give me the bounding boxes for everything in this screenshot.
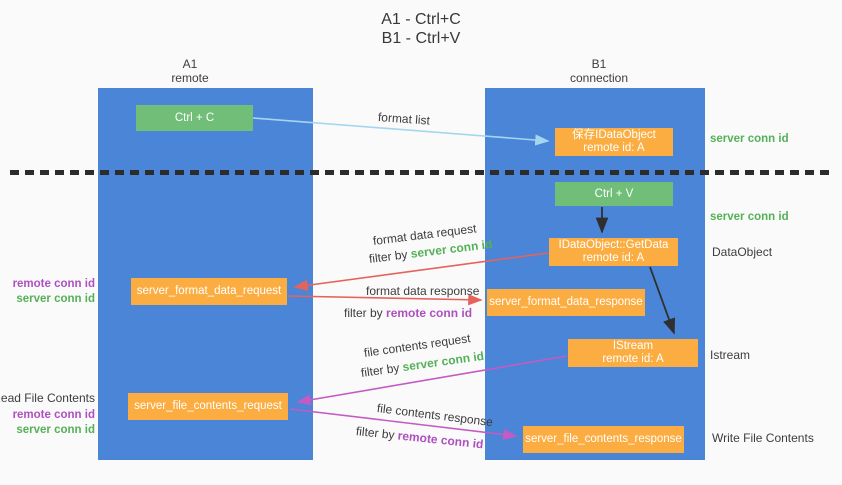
edge-label-format-list: format list — [377, 110, 431, 128]
side-label-dataobject: DataObject — [712, 245, 773, 259]
side-label-read-file-contents: Read File Contents — [0, 391, 95, 405]
node-idataobject-getdata-remote-id: remote id: A — [582, 252, 645, 264]
side-label-remote-conn-id-left-1: remote conn id — [12, 278, 95, 290]
node-istream: IStream remote id: A — [568, 339, 698, 367]
node-server-format-data-response-label: server_format_data_response — [489, 296, 643, 308]
remote-conn-id-text: remote conn id — [397, 428, 485, 452]
node-ctrl-c-label: Ctrl + C — [174, 111, 215, 124]
side-label-server-conn-id-top-right: server conn id — [710, 133, 789, 145]
filter-by-text: filter by — [344, 306, 383, 320]
column-b1-name: B1 — [591, 57, 607, 71]
side-label-server-conn-id-left-1: server conn id — [16, 293, 95, 305]
phase-divider-dotted-line — [10, 170, 830, 175]
edge-label-format-data-response: format data response — [366, 284, 480, 298]
column-a1-header: A1 remote — [130, 57, 250, 85]
node-server-format-data-response: server_format_data_response — [487, 289, 645, 316]
edge-label-filter-format-response: filter by remote conn id — [344, 306, 472, 320]
column-b1-header: B1 connection — [539, 57, 659, 85]
edge-label-file-contents-response: file contents response — [376, 401, 494, 430]
column-b1-role: connection — [569, 71, 629, 85]
side-label-server-conn-id-mid-right: server conn id — [710, 211, 789, 223]
node-istream-title: IStream — [612, 340, 654, 352]
side-label-write-file-contents: Write File Contents — [712, 431, 814, 445]
node-save-idataobject-title: 保存IDataObject — [572, 129, 656, 141]
filter-by-text: filter by — [355, 424, 396, 443]
node-idataobject-getdata: IDataObject::GetData remote id: A — [549, 238, 678, 266]
node-save-idataobject: 保存IDataObject remote id: A — [555, 128, 673, 156]
title-line-ctrl-v: B1 - Ctrl+V — [381, 30, 461, 47]
node-istream-remote-id: remote id: A — [602, 353, 664, 365]
title-line-ctrl-c: A1 - Ctrl+C — [381, 11, 461, 28]
diagram-title: A1 - Ctrl+C B1 - Ctrl+V — [0, 10, 842, 48]
filter-by-text: filter by — [368, 247, 409, 266]
node-server-file-contents-request-label: server_file_contents_request — [134, 400, 282, 412]
node-server-file-contents-request: server_file_contents_request — [128, 393, 288, 420]
node-server-file-contents-response-label: server_file_contents_response — [525, 433, 682, 445]
node-server-file-contents-response: server_file_contents_response — [523, 426, 684, 453]
node-ctrl-v: Ctrl + V — [555, 182, 673, 206]
node-idataobject-getdata-title: IDataObject::GetData — [558, 239, 669, 251]
node-server-format-data-request-label: server_format_data_request — [136, 285, 282, 297]
column-a1-role: remote — [171, 71, 209, 85]
node-server-format-data-request: server_format_data_request — [131, 278, 287, 305]
column-a1-name: A1 — [182, 57, 198, 71]
edge-label-filter-file-response: filter by remote conn id — [355, 424, 484, 451]
node-ctrl-c: Ctrl + C — [136, 105, 253, 131]
side-label-remote-conn-id-left-2: remote conn id — [12, 409, 95, 421]
node-ctrl-v-label: Ctrl + V — [594, 187, 634, 200]
side-label-server-conn-id-left-2: server conn id — [16, 424, 95, 436]
node-save-idataobject-remote-id: remote id: A — [583, 142, 645, 154]
remote-conn-id-text: remote conn id — [386, 306, 473, 320]
filter-by-text: filter by — [360, 360, 401, 380]
side-label-istream: Istream — [710, 348, 751, 362]
